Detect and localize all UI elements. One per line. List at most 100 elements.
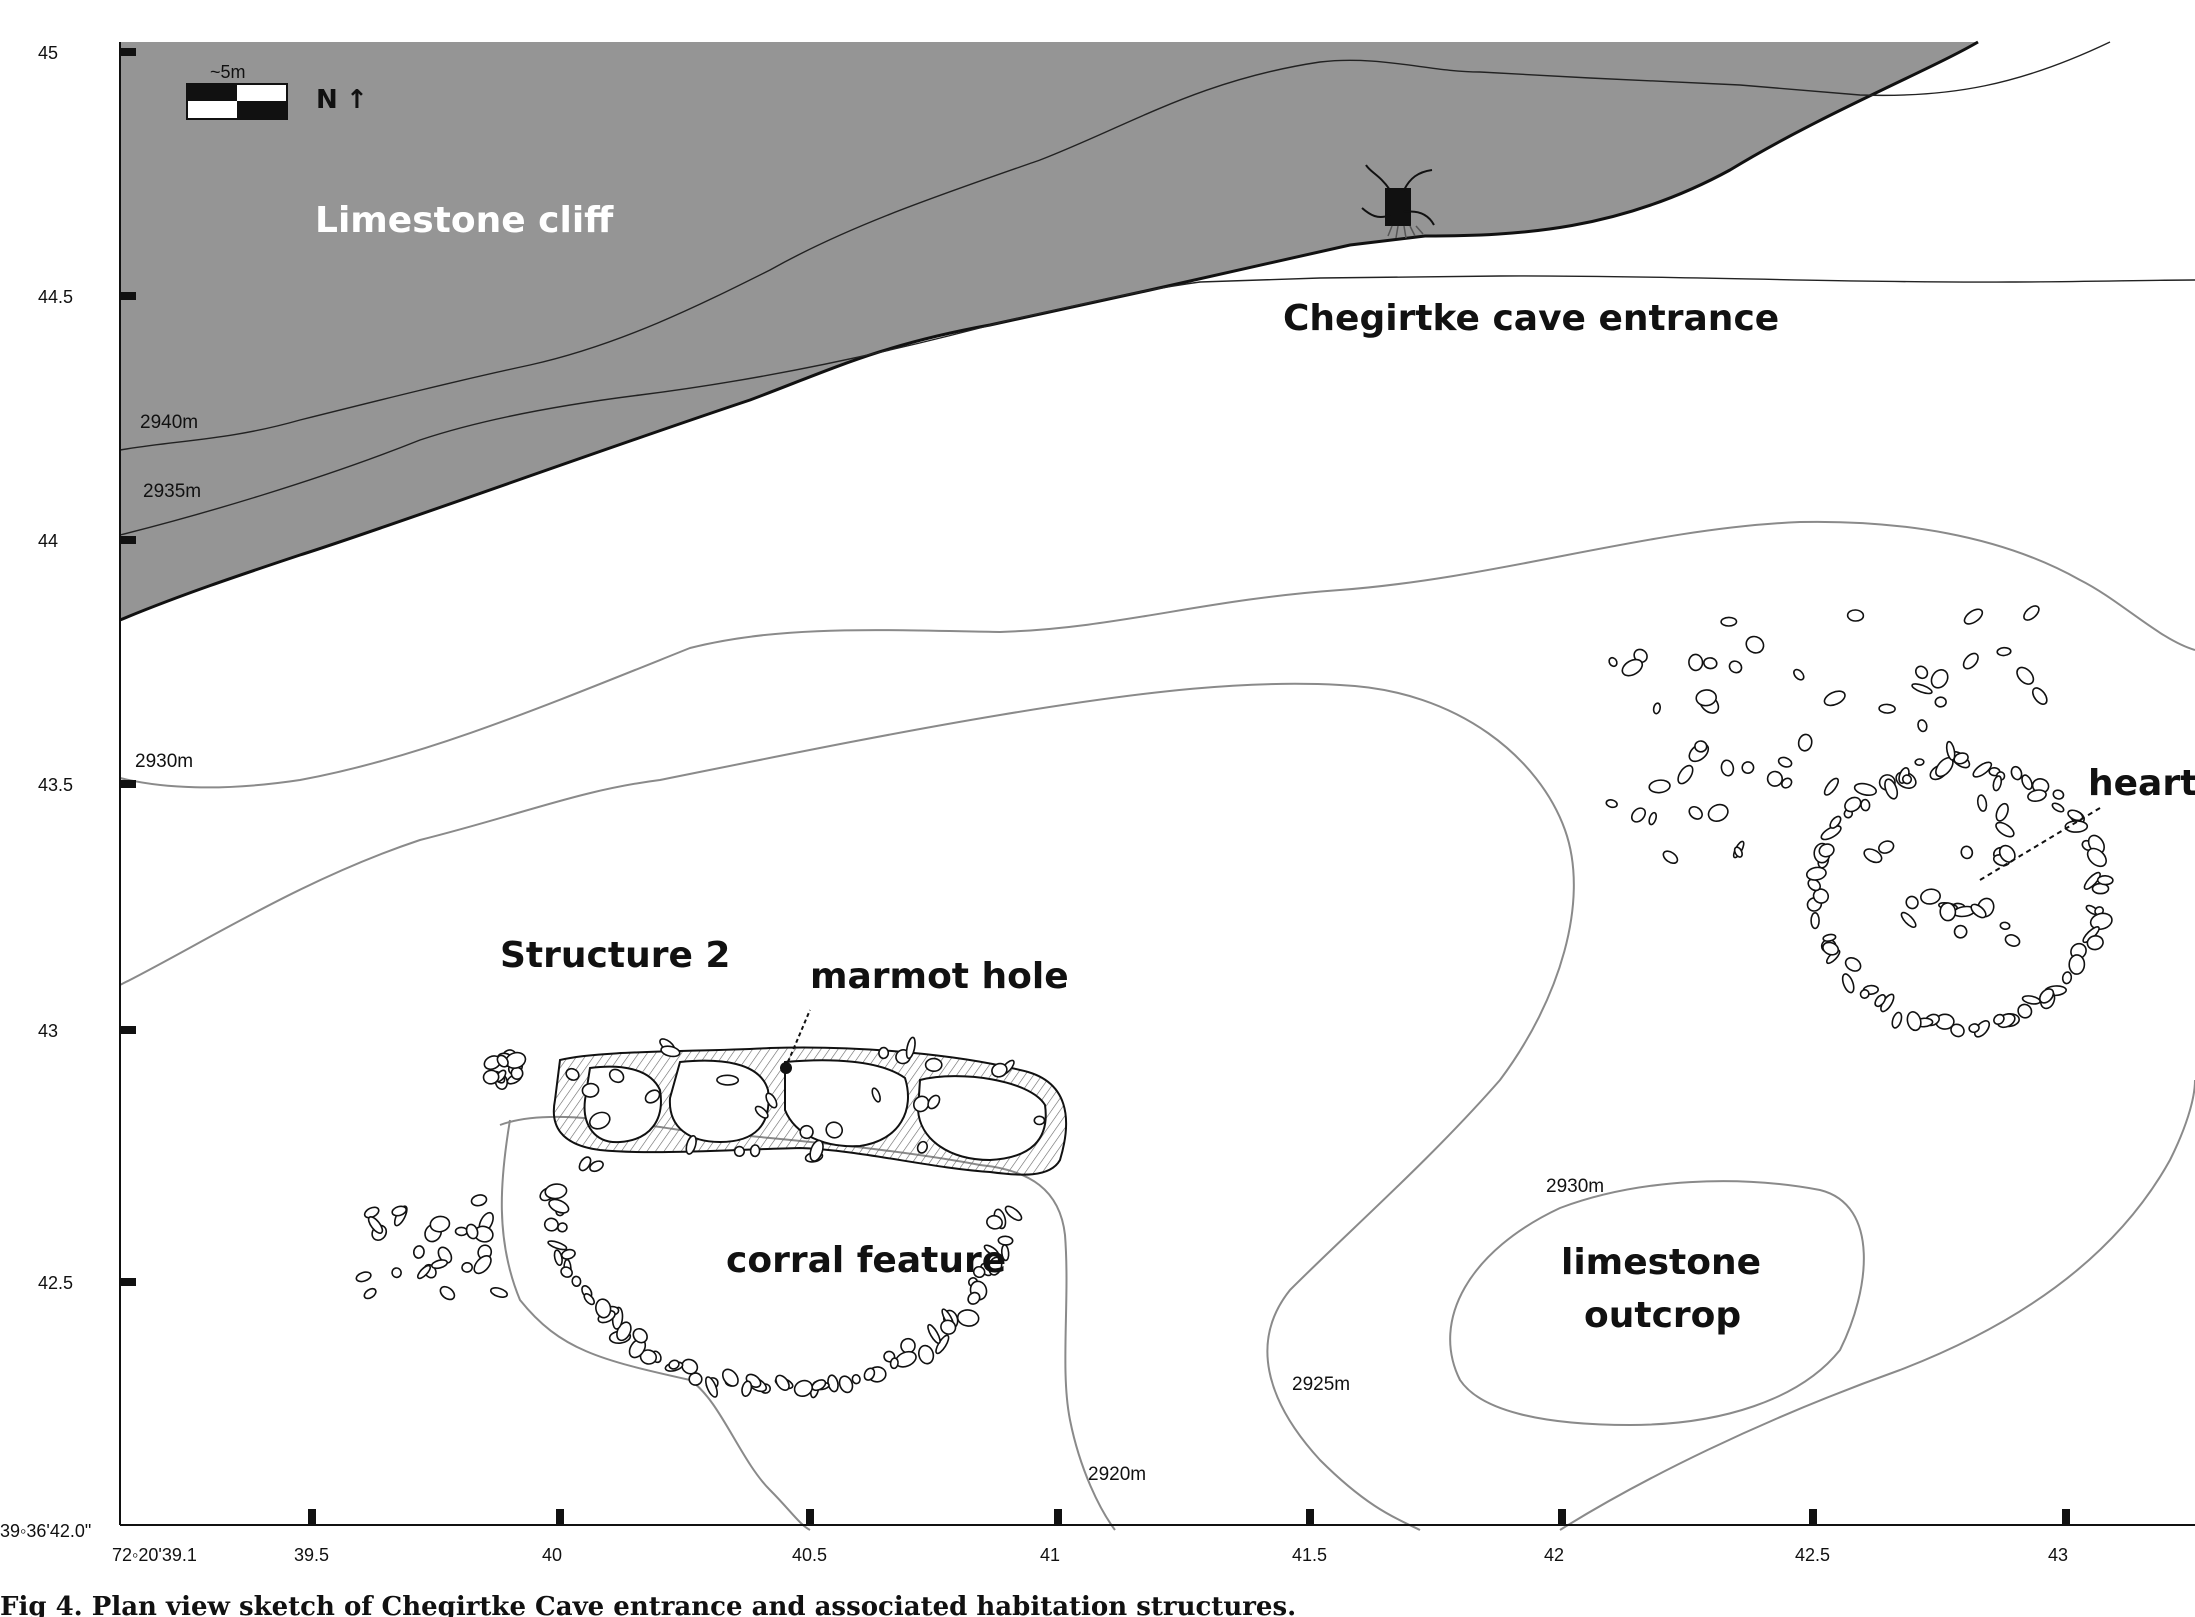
y-tick-label: 44.5 — [38, 287, 73, 307]
stone-outline — [2010, 765, 2023, 781]
stone-outline — [1822, 933, 1837, 942]
stone-outline — [681, 1358, 699, 1375]
stone-outline — [1976, 794, 1988, 812]
stone-outline — [1829, 815, 1842, 829]
stone-outline — [1777, 756, 1793, 768]
stone-outline — [543, 1217, 559, 1232]
stone-outline — [595, 1298, 612, 1319]
stone-outline — [461, 1261, 473, 1273]
stone-outline — [1939, 902, 1957, 922]
limestone-outcrop-label-line1: limestone — [1561, 1242, 1761, 1283]
stone-outline — [1960, 845, 1974, 860]
stone-outline — [1930, 669, 1949, 689]
stone-outline — [2051, 802, 2065, 813]
north-arrow: N ↑ — [316, 85, 368, 115]
contour-line-2930-outcrop — [1449, 1180, 1865, 1427]
contour-line-2920-west — [500, 1119, 811, 1531]
stone-outline — [1906, 1011, 1922, 1032]
x-tick-mark — [2062, 1509, 2070, 1525]
x-tick-mark — [1809, 1509, 1817, 1525]
stone-outline — [1945, 740, 1956, 761]
stone-outline — [716, 1074, 740, 1086]
stone-outline — [2004, 934, 2021, 947]
stone-outline — [2068, 954, 2086, 975]
stone-outline — [1905, 895, 1919, 910]
stone-outline — [1874, 994, 1887, 1008]
stone-outline — [1728, 660, 1743, 674]
y-tick-mark — [120, 1278, 136, 1286]
contour-line-2940 — [119, 41, 2111, 451]
x-tick-label: 40 — [542, 1545, 562, 1565]
limestone-cliff-area — [120, 42, 1978, 620]
stone-outline — [799, 1124, 814, 1140]
stone-outline — [367, 1216, 384, 1234]
stone-outline — [1963, 608, 1984, 625]
stone-outline — [2023, 605, 2040, 621]
stone-outline — [1648, 811, 1658, 826]
contour-label-2940: 2940m — [140, 412, 198, 433]
y-tick-label: 43.5 — [38, 775, 73, 795]
marmot-hole-label: marmot hole — [810, 956, 1069, 997]
stone-outline — [741, 1380, 753, 1397]
stone-outline — [429, 1215, 451, 1233]
y-tick-mark — [120, 292, 136, 300]
stone-outline — [1662, 850, 1679, 864]
y-tick-mark — [120, 1026, 136, 1034]
stone-outline — [793, 1379, 814, 1398]
stone-outline — [1004, 1205, 1023, 1222]
stone-outline — [1781, 777, 1793, 789]
stone-outline — [1820, 825, 1842, 841]
stone-outline — [1745, 635, 1765, 654]
stone-outline — [1860, 798, 1871, 812]
stone-outline — [1000, 1244, 1010, 1262]
stone-outline — [2039, 988, 2055, 1004]
stone-outline — [988, 1256, 1003, 1276]
contour-line-2935 — [119, 275, 2195, 536]
stone-outline — [2086, 935, 2104, 951]
stone-outline — [2017, 1003, 2033, 1019]
stone-outline — [470, 1194, 488, 1207]
stone-outline — [912, 1095, 930, 1113]
stone-outline — [1901, 774, 1913, 785]
x-tick-mark — [1306, 1509, 1314, 1525]
north-label: N — [316, 85, 338, 115]
stone-outline — [1878, 840, 1895, 854]
stone-outline — [589, 1160, 604, 1173]
stone-outline — [967, 1291, 981, 1305]
stone-outline — [1812, 888, 1830, 904]
stone-outline — [1878, 703, 1896, 714]
stone-outline — [1741, 761, 1755, 775]
contour-label-2935: 2935m — [143, 481, 201, 502]
stone-outline — [437, 1246, 453, 1264]
stone-outline — [1863, 848, 1883, 864]
x-tick-mark — [1558, 1509, 1566, 1525]
stone-outline — [489, 1287, 509, 1298]
stone-outline — [1996, 646, 2012, 657]
stone-outline — [1992, 775, 2003, 792]
stone-outline — [1630, 807, 1647, 823]
stone-outline — [510, 1066, 524, 1080]
stone-outline — [1962, 652, 1979, 670]
stone-outline — [454, 1226, 469, 1237]
stone-outline — [571, 1275, 582, 1287]
stone-outline — [721, 1368, 739, 1387]
contour-line-2930-upper — [119, 520, 2195, 789]
stone-outline — [416, 1264, 432, 1280]
stone-outline — [775, 1374, 790, 1392]
stone-outline — [644, 1089, 661, 1104]
stone-outline — [1995, 802, 2009, 822]
stone-outline — [1844, 796, 1862, 813]
stone-outline — [765, 1092, 778, 1109]
stone-outline — [871, 1087, 881, 1103]
stone-outline — [878, 1046, 890, 1060]
stone-outline — [863, 1367, 876, 1381]
stone-outline — [916, 1140, 928, 1154]
stone-outline — [560, 1266, 573, 1278]
cave-entrance-label: Chegirtke cave entrance — [1283, 298, 1779, 339]
figure-caption: Fig 4. Plan view sketch of Chegirtke Cav… — [0, 1592, 1296, 1617]
stone-outline — [1733, 846, 1743, 858]
stone-outline — [2021, 995, 2041, 1005]
stone-outline — [749, 1144, 761, 1158]
